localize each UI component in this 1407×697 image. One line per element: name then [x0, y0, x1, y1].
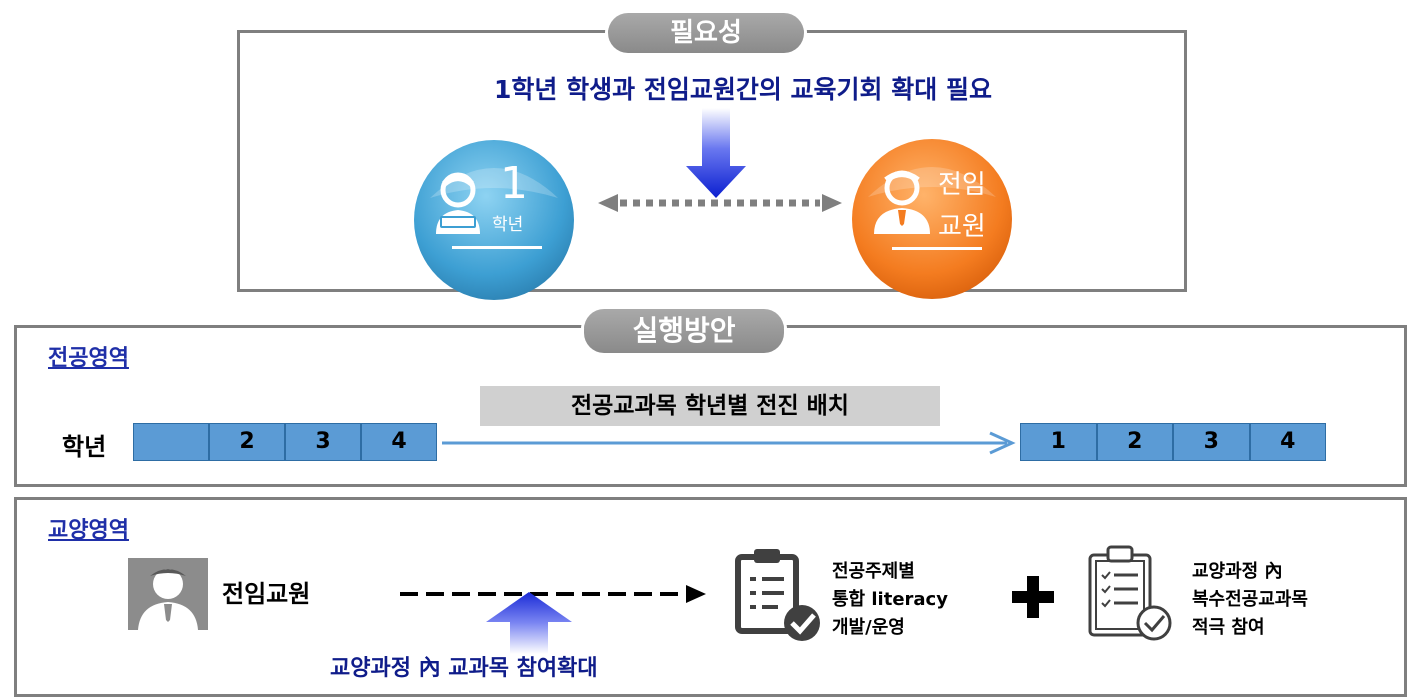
necessity-label: 필요성	[608, 13, 804, 53]
professor-icon	[874, 170, 930, 234]
up-arrow-icon	[486, 592, 572, 654]
item2-text: 교양과정 內 복수전공교과목 적극 참여	[1192, 558, 1308, 642]
grade-cell: 2	[1096, 423, 1173, 461]
liberal-title: 교양영역	[48, 518, 129, 543]
item1-line: 개발/운영	[832, 617, 905, 638]
grade-cell: 3	[285, 423, 361, 461]
major-title: 전공영역	[48, 346, 129, 371]
item2-line: 교양과정 內	[1192, 561, 1283, 582]
double-arrow-icon	[598, 194, 842, 212]
item2-line: 복수전공교과목	[1192, 589, 1308, 610]
student-grade-number: 1	[500, 158, 528, 209]
student-icon	[436, 172, 480, 234]
item2-line: 적극 참여	[1192, 617, 1265, 638]
item1-text: 전공주제별 통합 literacy 개발/운영	[832, 558, 948, 642]
grade-cell	[133, 423, 209, 461]
clipboard-check-icon	[735, 549, 820, 641]
person-icon	[128, 558, 208, 630]
grade-cells-after: 1 2 3 4	[1020, 423, 1326, 461]
grade-cell: 4	[1249, 423, 1326, 461]
liberal-frame	[14, 497, 1407, 697]
checklist-icon	[1088, 545, 1172, 641]
necessity-headline: 1학년 학생과 전임교원간의 교육기회 확대 필요	[494, 75, 992, 104]
professor-label-top: 전임	[938, 170, 986, 200]
item1-line: 통합 literacy	[832, 589, 948, 610]
grade-cell: 1	[1020, 423, 1097, 461]
grade-row-label: 학년	[62, 433, 107, 461]
liberal-actor: 전임교원	[222, 580, 311, 608]
item1-line: 전공주제별	[832, 561, 915, 582]
down-arrow-icon	[686, 108, 746, 198]
forward-arrow-icon	[442, 431, 1016, 455]
plus-icon	[1012, 576, 1054, 618]
student-grade-label: 학년	[492, 215, 524, 235]
liberal-bottom-caption: 교양과정 內 교과목 참여확대	[330, 656, 598, 681]
major-banner: 전공교과목 학년별 전진 배치	[480, 386, 940, 426]
grade-cells-before: 2 3 4	[133, 423, 437, 461]
implementation-label: 실행방안	[584, 309, 784, 353]
grade-cell: 3	[1173, 423, 1250, 461]
grade-cell: 4	[361, 423, 437, 461]
professor-label-bottom: 교원	[938, 212, 986, 242]
dashed-arrow-icon	[400, 585, 706, 603]
grade-cell: 2	[209, 423, 285, 461]
